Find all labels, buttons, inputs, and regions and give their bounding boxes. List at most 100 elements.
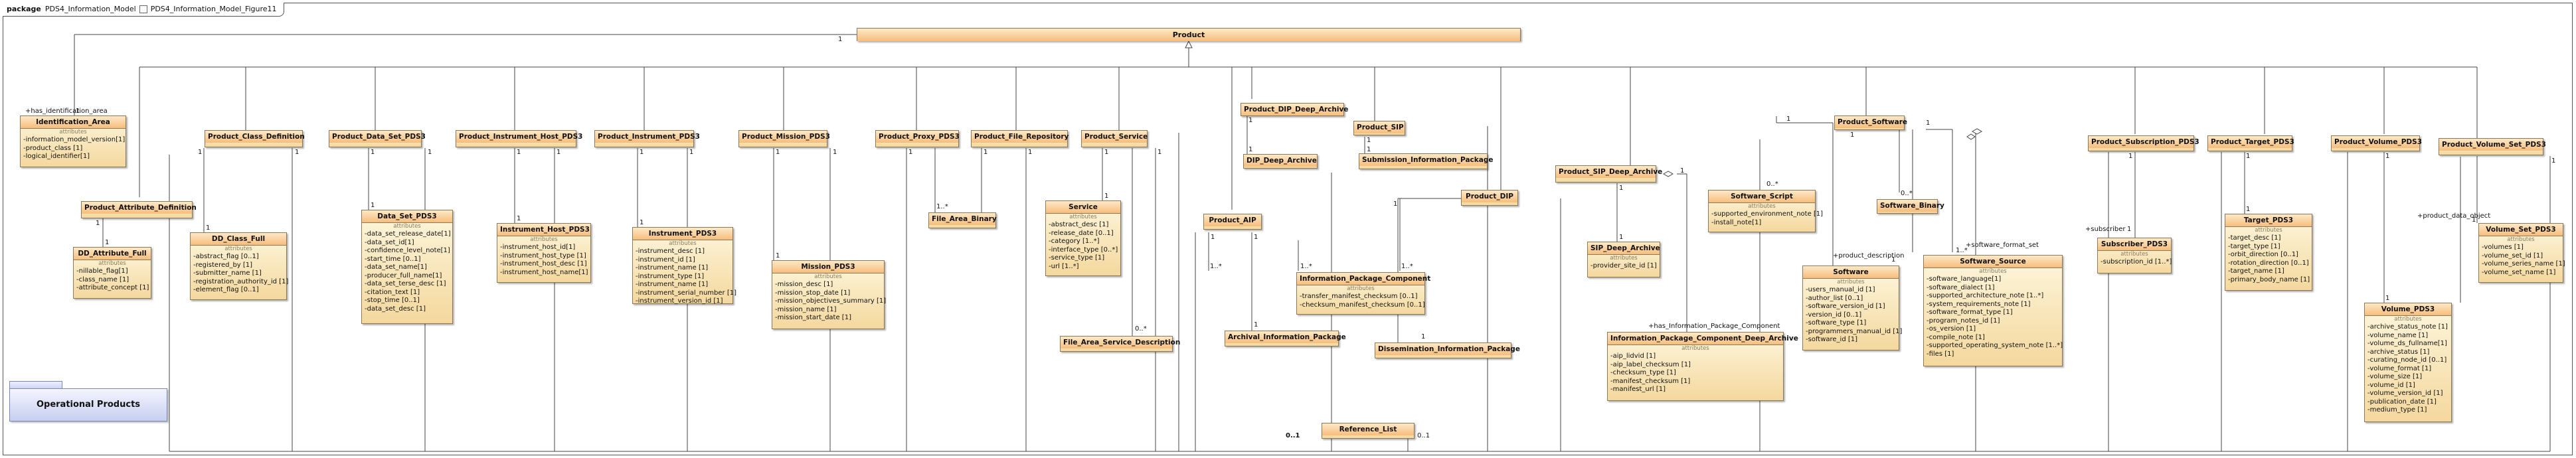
class-software-script[interactable]: Software_Script attributes supported_env… bbox=[1708, 190, 1823, 232]
class-identification-area[interactable]: Identification_Area attributes informati… bbox=[20, 115, 126, 167]
class-name: Information_Package_Component bbox=[1297, 273, 1430, 285]
class-product[interactable]: Product bbox=[857, 28, 1521, 41]
attribute: software_format_type [1] bbox=[1927, 309, 2059, 317]
class-product-attribute-definition[interactable]: Product_Attribute_Definition bbox=[81, 201, 197, 218]
class-name: Product_AIP bbox=[1204, 214, 1261, 226]
class-software-binary[interactable]: Software_Binary bbox=[1877, 199, 1944, 214]
attribute: abstract_desc [1] bbox=[1049, 221, 1118, 230]
package-operational-products[interactable]: Operational Products bbox=[9, 381, 167, 422]
class-instrument-pds3[interactable]: Instrument_PDS3 attributes instrument_de… bbox=[632, 227, 736, 305]
class-product-file-repository[interactable]: Product_File_Repository bbox=[971, 130, 1069, 147]
class-service[interactable]: Service attributes abstract_desc [1]rele… bbox=[1045, 200, 1121, 276]
attribute: supported_architecture_note [1..*] bbox=[1927, 292, 2059, 301]
class-product-dip-deep-archive[interactable]: Product_DIP_Deep_Archive bbox=[1241, 103, 1348, 116]
attribute: target_desc [1] bbox=[2228, 234, 2309, 243]
class-name: DIP_Deep_Archive bbox=[1244, 155, 1317, 167]
attribute: medium_type [1] bbox=[2367, 406, 2448, 415]
attribute: curating_node_id [0..1] bbox=[2367, 356, 2448, 365]
class-information-package-component-deep-archive[interactable]: Information_Package_Component_Deep_Archi… bbox=[1607, 332, 1798, 401]
class-product-data-set-pds3[interactable]: Product_Data_Set_PDS3 bbox=[329, 130, 426, 147]
class-product-volume-pds3[interactable]: Product_Volume_PDS3 bbox=[2331, 135, 2422, 151]
section-label: attributes bbox=[1979, 268, 2007, 275]
attribute: mission_start_date [1] bbox=[775, 314, 881, 323]
class-name: Product_DIP_Deep_Archive bbox=[1241, 104, 1348, 115]
class-name: Product_Instrument_Host_PDS3 bbox=[456, 131, 582, 143]
class-submission-information-package[interactable]: Submission_Information_Package bbox=[1359, 153, 1494, 169]
class-name: Product_Mission_PDS3 bbox=[739, 131, 830, 143]
attribute: instrument_host_type [1] bbox=[500, 252, 588, 261]
section-label: attributes bbox=[98, 260, 126, 267]
attributes-list: archive_status_note [1]volume_name [1]vo… bbox=[2365, 323, 2451, 416]
multiplicity: 1 bbox=[2385, 295, 2390, 302]
multiplicity: 1 bbox=[1158, 149, 1162, 156]
class-reference-list[interactable]: Reference_List bbox=[1322, 423, 1415, 439]
attribute: mission_desc [1] bbox=[775, 281, 881, 289]
multiplicity: 1 bbox=[206, 224, 211, 232]
multiplicity: 1 bbox=[1104, 149, 1109, 156]
class-product-software[interactable]: Product_Software bbox=[1834, 115, 1907, 130]
class-product-target-pds3[interactable]: Product_Target_PDS3 bbox=[2207, 135, 2294, 151]
attribute: confidence_level_note[1] bbox=[365, 247, 450, 256]
class-software[interactable]: Software attributes users_manual_id [1]a… bbox=[1802, 266, 1902, 350]
class-file-area-binary[interactable]: File_Area_Binary bbox=[928, 212, 997, 228]
class-product-dip[interactable]: Product_DIP bbox=[1461, 190, 1518, 206]
class-dd-class-full[interactable]: DD_Class_Full attributes abstract_flag [… bbox=[190, 232, 288, 300]
multiplicity: 0..* bbox=[1766, 181, 1778, 188]
class-dissemination-information-package[interactable]: Dissemination_Information_Package bbox=[1375, 343, 1520, 358]
attribute: os_version [1] bbox=[1927, 325, 2059, 334]
multiplicity: 1..* bbox=[1401, 263, 1413, 270]
class-archival-information-package[interactable]: Archival_Information_Package bbox=[1225, 331, 1346, 346]
class-product-instrument-host-pds3[interactable]: Product_Instrument_Host_PDS3 bbox=[456, 130, 582, 147]
attributes-list: users_manual_id [1]author_list [0..1]sof… bbox=[1803, 286, 1902, 346]
multiplicity: 1 bbox=[96, 220, 100, 227]
attribute: instrument_host_name[1] bbox=[500, 269, 588, 277]
class-volume-set-pds3[interactable]: Volume_Set_PDS3 attributes volumes [1]vo… bbox=[2478, 223, 2565, 283]
class-product-volume-set-pds3[interactable]: Product_Volume_Set_PDS3 bbox=[2439, 138, 2546, 155]
class-information-package-component[interactable]: Information_Package_Component attributes… bbox=[1296, 272, 1430, 315]
multiplicity: 1 bbox=[1248, 146, 1253, 153]
attribute: release_date [0..1] bbox=[1049, 230, 1118, 238]
section-label: attributes bbox=[1748, 203, 1776, 210]
attribute: software_dialect [1] bbox=[1927, 284, 2059, 293]
class-target-pds3[interactable]: Target_PDS3 attributes target_desc [1]ta… bbox=[2225, 214, 2312, 291]
attribute: system_requirements_note [1] bbox=[1927, 301, 2059, 309]
class-product-subscription-pds3[interactable]: Product_Subscription_PDS3 bbox=[2088, 135, 2199, 151]
attribute: orbit_direction [0..1] bbox=[2228, 251, 2309, 260]
class-name: Target_PDS3 bbox=[2225, 214, 2312, 227]
class-mission-pds3[interactable]: Mission_PDS3 attributes mission_desc [1]… bbox=[772, 260, 886, 329]
class-volume-pds3[interactable]: Volume_PDS3 attributes archive_status_no… bbox=[2364, 303, 2452, 422]
class-name: Service bbox=[1046, 201, 1120, 214]
class-data-set-pds3[interactable]: Data_Set_PDS3 attributes data_set_releas… bbox=[361, 210, 453, 324]
diagram-link[interactable]: PDS4_Information_Model_Figure11 bbox=[150, 5, 277, 13]
class-software-source[interactable]: Software_Source attributes software_lang… bbox=[1923, 255, 2063, 366]
class-product-class-definition[interactable]: Product_Class_Definition bbox=[205, 130, 305, 147]
class-product-service[interactable]: Product_Service bbox=[1081, 130, 1148, 147]
class-product-instrument-pds3[interactable]: Product_Instrument_PDS3 bbox=[594, 130, 700, 147]
class-name: Volume_PDS3 bbox=[2365, 303, 2451, 316]
class-product-mission-pds3[interactable]: Product_Mission_PDS3 bbox=[738, 130, 830, 147]
class-dd-attribute-full[interactable]: DD_Attribute_Full attributes nillable_fl… bbox=[73, 247, 151, 299]
class-product-aip[interactable]: Product_AIP bbox=[1203, 214, 1262, 230]
class-name: Product_Volume_PDS3 bbox=[2332, 136, 2422, 148]
attribute: element_flag [0..1] bbox=[193, 286, 284, 295]
diagram-link-icon[interactable] bbox=[139, 5, 147, 13]
section-label: attributes bbox=[2255, 227, 2282, 234]
attributes-list: aip_lidvid [1]aip_label_checksum [1]chec… bbox=[1608, 352, 1783, 396]
class-name: Product_Service bbox=[1082, 131, 1148, 143]
role-product-description: +product_description bbox=[1833, 252, 1905, 260]
class-dip-deep-archive[interactable]: DIP_Deep_Archive bbox=[1243, 154, 1318, 169]
class-product-sip-deep-archive[interactable]: Product_SIP_Deep_Archive bbox=[1555, 165, 1662, 183]
class-instrument-host-pds3[interactable]: Instrument_Host_PDS3 attributes instrume… bbox=[497, 223, 591, 283]
section-label: attributes bbox=[224, 246, 252, 252]
attribute: files [1] bbox=[1927, 350, 2059, 359]
class-sip-deep-archive[interactable]: SIP_Deep_Archive attributes provider_sit… bbox=[1587, 242, 1660, 277]
section-label: attributes bbox=[1069, 214, 1097, 220]
multiplicity: 1 bbox=[640, 149, 644, 156]
class-product-sip[interactable]: Product_SIP bbox=[1353, 121, 1405, 135]
class-file-area-service-description[interactable]: File_Area_Service_Description bbox=[1060, 336, 1180, 352]
class-product-proxy-pds3[interactable]: Product_Proxy_PDS3 bbox=[875, 130, 960, 147]
attribute: instrument_desc [1] bbox=[636, 248, 730, 256]
class-name: Product_DIP bbox=[1462, 191, 1517, 202]
attribute: volume_ds_fullname[1] bbox=[2367, 340, 2448, 348]
class-subscriber-pds3[interactable]: Subscriber_PDS3 attributes subscription_… bbox=[2097, 238, 2172, 273]
